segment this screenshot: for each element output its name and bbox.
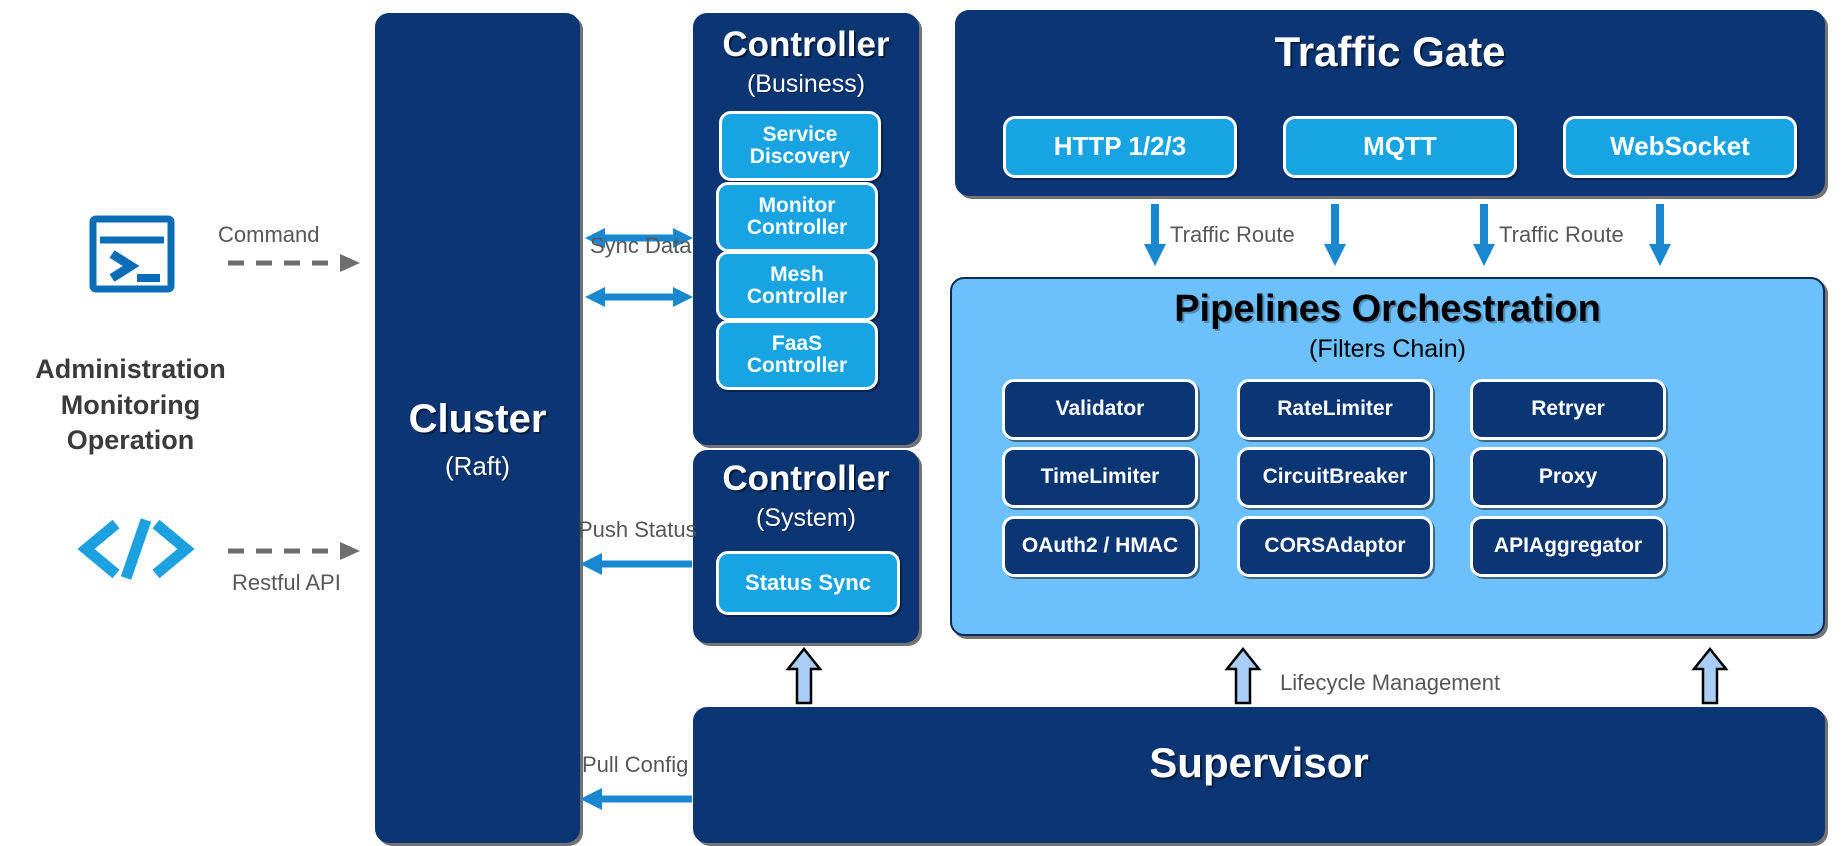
- controller-item-status-sync[interactable]: Status Sync: [716, 551, 900, 615]
- traffic-route-arrow-3: [1471, 204, 1497, 266]
- filter-ratelimiter[interactable]: RateLimiter: [1237, 379, 1433, 440]
- terminal-icon: [89, 215, 175, 293]
- lifecycle-arrow-pipelines-left: [1224, 646, 1262, 705]
- protocol-http[interactable]: HTTP 1/2/3: [1003, 116, 1237, 178]
- controller-system-title: Controller: [722, 459, 890, 498]
- lifecycle-arrow-pipelines-right: [1691, 646, 1729, 705]
- sync-data-label: Sync Data: [590, 233, 692, 258]
- filter-circuitbreaker[interactable]: CircuitBreaker: [1237, 447, 1433, 508]
- supervisor-title: Supervisor: [1149, 739, 1369, 786]
- traffic-gate-box[interactable]: Traffic Gate HTTP 1/2/3 MQTT WebSocket: [955, 10, 1825, 196]
- protocol-mqtt[interactable]: MQTT: [1283, 116, 1517, 178]
- pipelines-orchestration-box[interactable]: Pipelines Orchestration (Filters Chain) …: [950, 277, 1825, 636]
- traffic-gate-title: Traffic Gate: [1274, 28, 1506, 75]
- left-panel-caption: Administration Monitoring Operation: [35, 354, 226, 456]
- controller-item-service-discovery[interactable]: Service Discovery: [719, 111, 881, 181]
- filter-proxy[interactable]: Proxy: [1470, 447, 1666, 508]
- traffic-route-arrow-1: [1142, 204, 1168, 266]
- traffic-route-label-left: Traffic Route: [1170, 222, 1295, 247]
- filter-timelimiter[interactable]: TimeLimiter: [1002, 447, 1198, 508]
- protocol-websocket[interactable]: WebSocket: [1563, 116, 1797, 178]
- filter-apiaggregator[interactable]: APIAggregator: [1470, 516, 1666, 577]
- traffic-route-arrow-4: [1647, 204, 1673, 266]
- traffic-route-label-right: Traffic Route: [1499, 222, 1624, 247]
- pipelines-subtitle: (Filters Chain): [1309, 335, 1466, 363]
- filter-retryer[interactable]: Retryer: [1470, 379, 1666, 440]
- push-status-arrow: [580, 550, 692, 578]
- controller-system-subtitle: (System): [756, 504, 856, 532]
- lifecycle-arrow-controller: [785, 646, 823, 705]
- push-status-label: Push Status: [578, 517, 697, 542]
- controller-business-subtitle: (Business): [746, 70, 866, 98]
- restful-api-label: Restful API: [232, 570, 341, 595]
- pull-config-arrow: [580, 785, 692, 813]
- command-dashed-arrow: [228, 252, 363, 274]
- cluster-subtitle: (Raft): [445, 451, 510, 481]
- controller-item-faas-controller[interactable]: FaaS Controller: [716, 320, 878, 390]
- lifecycle-management-label: Lifecycle Management: [1280, 670, 1501, 695]
- filter-corsadaptor[interactable]: CORSAdaptor: [1237, 516, 1433, 577]
- controller-business-title: Controller: [722, 25, 890, 64]
- restful-dashed-arrow: [228, 540, 363, 562]
- filter-oauth2-hmac[interactable]: OAuth2 / HMAC: [1002, 516, 1198, 577]
- cluster-box[interactable]: Cluster (Raft): [375, 13, 580, 843]
- pipelines-title: Pipelines Orchestration: [1174, 288, 1601, 330]
- controller-system-box[interactable]: Controller (System) Status Sync: [693, 450, 919, 643]
- supervisor-box[interactable]: Supervisor: [693, 707, 1825, 843]
- controller-business-box[interactable]: Controller (Business) Service Discovery …: [693, 13, 919, 445]
- sync-data-arrow-bottom: [585, 283, 693, 311]
- filter-validator[interactable]: Validator: [1002, 379, 1198, 440]
- controller-item-mesh-controller[interactable]: Mesh Controller: [716, 251, 878, 321]
- traffic-route-arrow-2: [1322, 204, 1348, 266]
- sync-data-arrow-top: [585, 224, 693, 252]
- code-brackets-icon: [77, 516, 195, 582]
- pull-config-label: Pull Config: [582, 752, 689, 777]
- command-label: Command: [218, 222, 320, 247]
- controller-item-monitor-controller[interactable]: Monitor Controller: [716, 182, 878, 252]
- cluster-title: Cluster: [408, 397, 547, 441]
